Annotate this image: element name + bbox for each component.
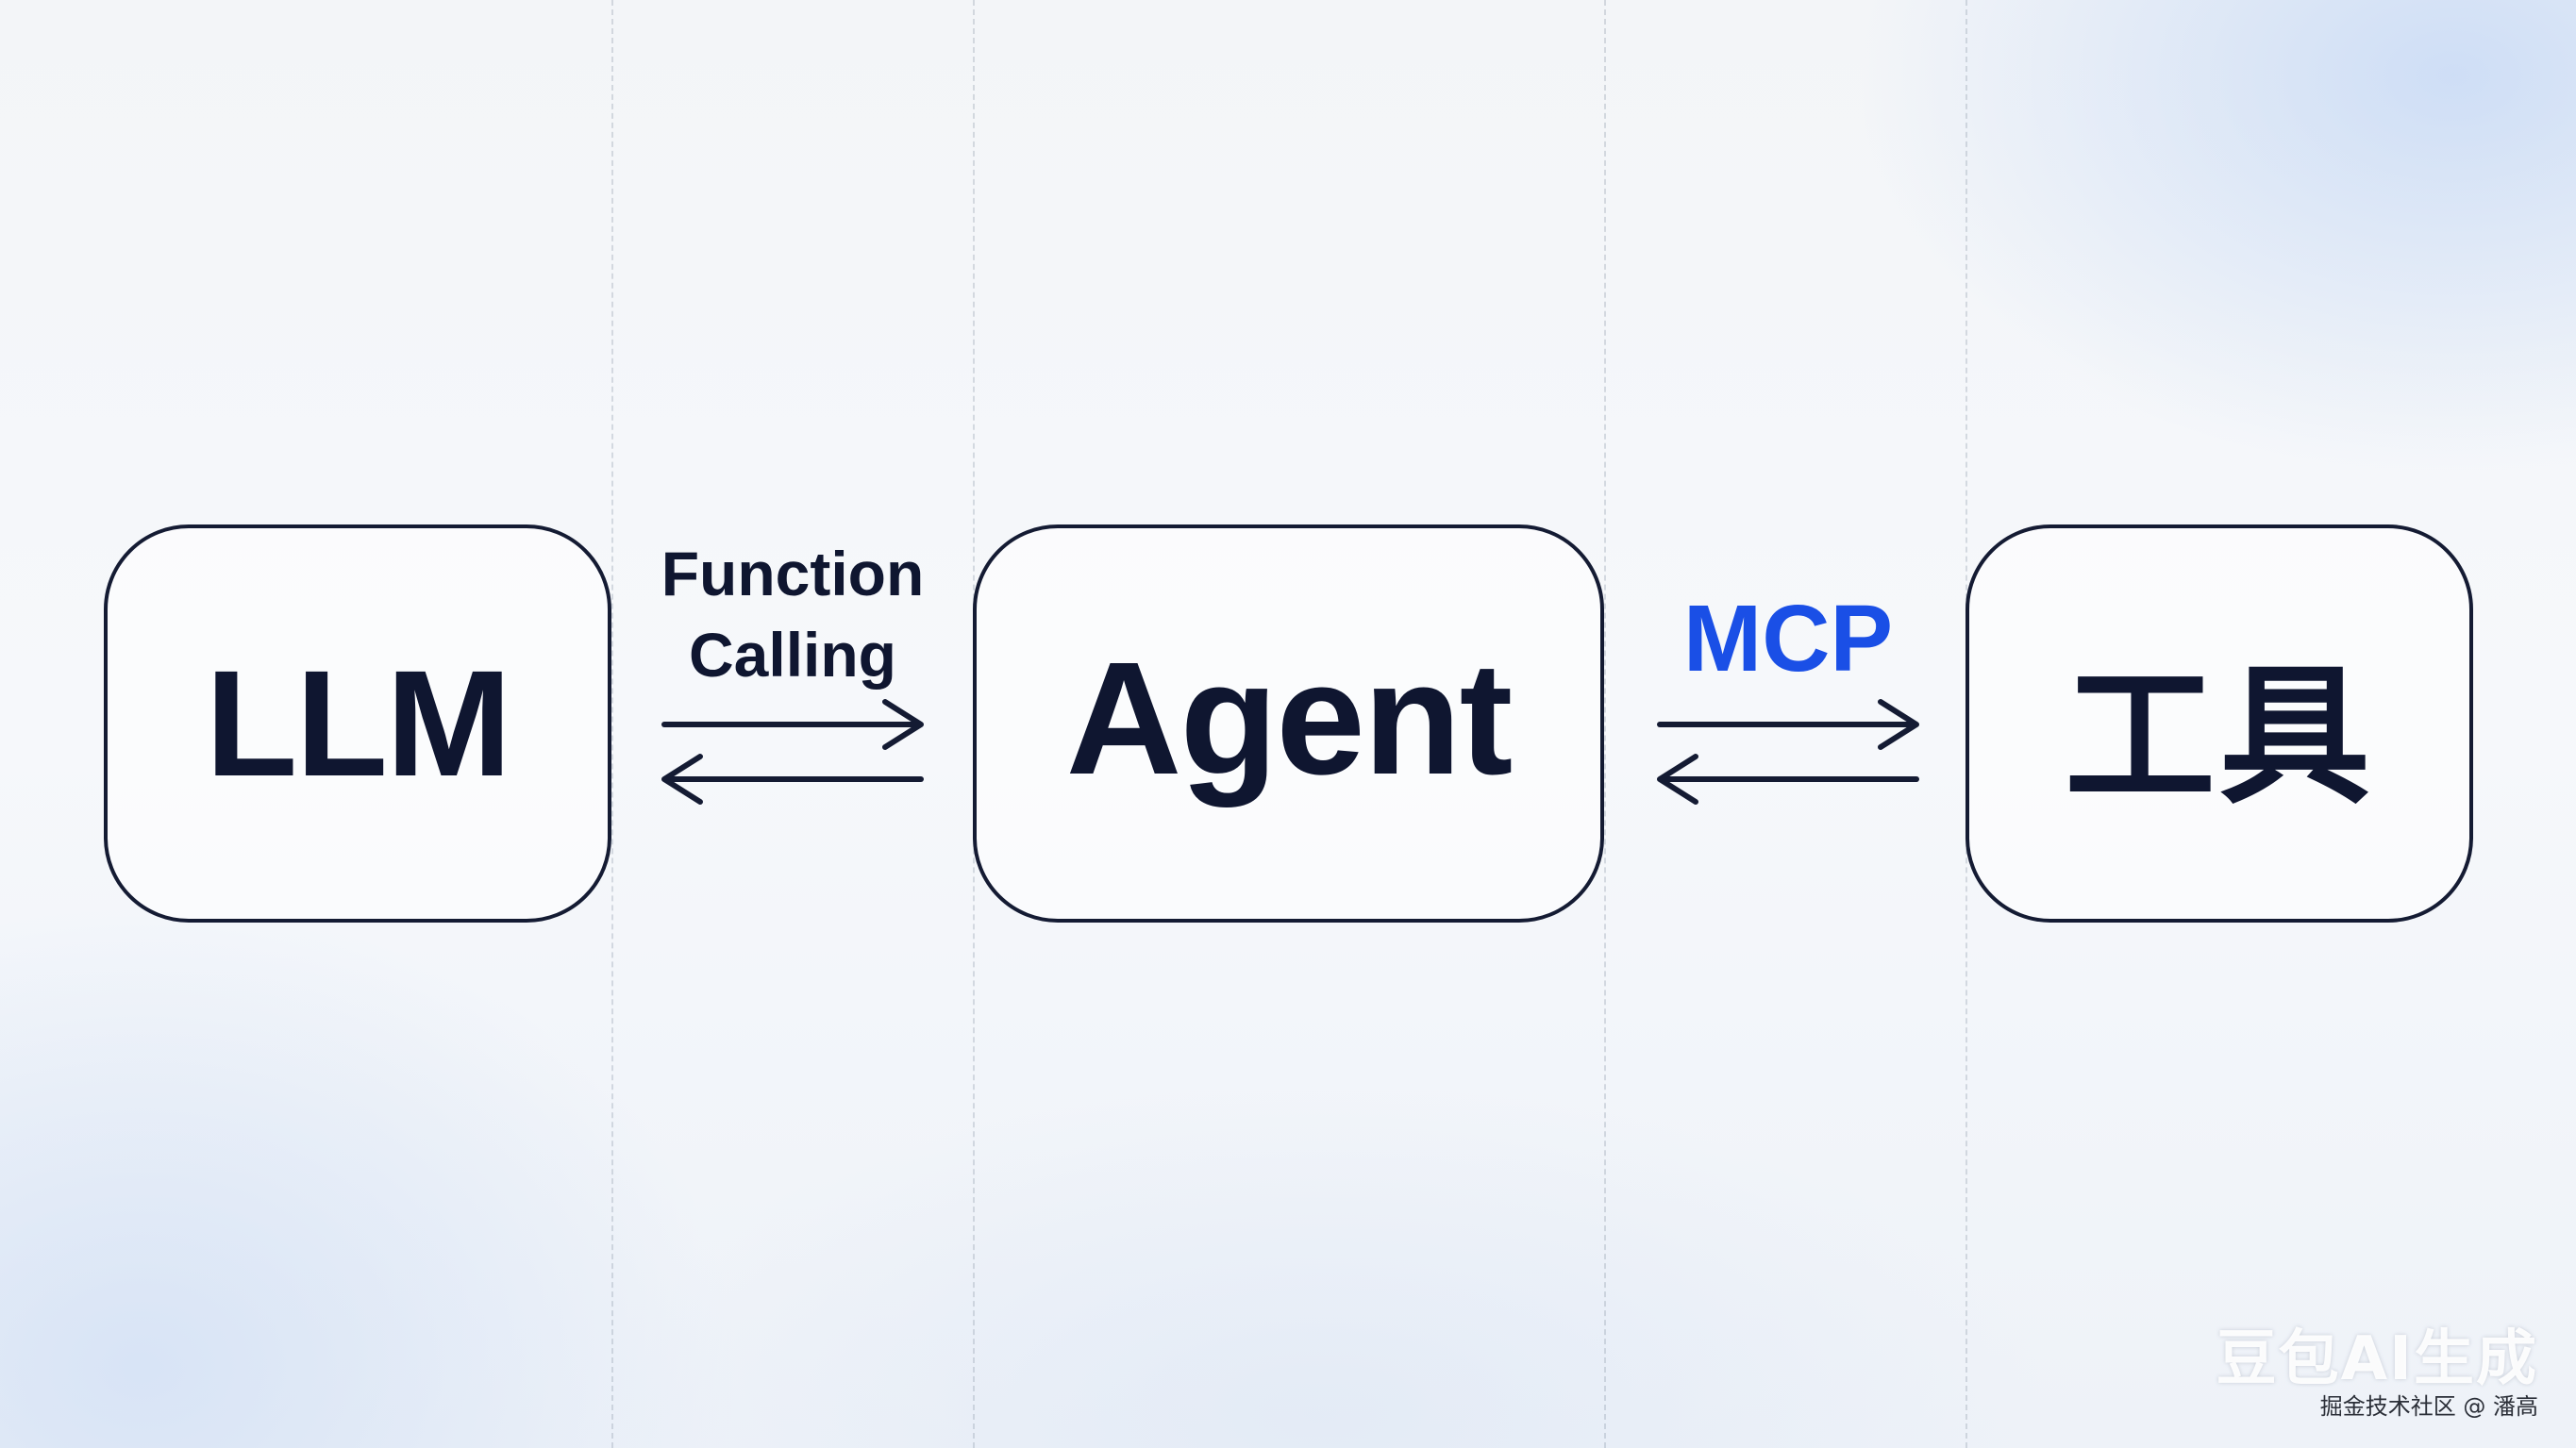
bidirectional-arrows-agent-tool [1657,699,1919,805]
function-calling-line1: Function [661,539,925,608]
agent-label: Agent [1065,629,1514,808]
tool-box: 工具 [1965,524,2473,923]
watermark-sub: 掘金技术社区 @ 潘高 [2319,1393,2538,1420]
tool-label: 工具 [2064,648,2374,824]
mcp-label: MCP [1682,586,1894,691]
llm-box: LLM [104,524,611,923]
agent-box: Agent [973,524,1604,923]
guide-line [611,0,613,1448]
function-calling-line2: Calling [688,620,896,690]
arrowhead-left [661,754,703,805]
watermark: 豆包AI生成 掘金技术社区 @ 潘高 [2216,1329,2538,1418]
arrowhead-right [882,699,924,750]
bidirectional-arrows-llm-agent [661,699,924,805]
guide-line [1604,0,1606,1448]
arrowhead-right [1878,699,1919,750]
function-calling-label: Function Calling [623,533,962,695]
watermark-main: 豆包AI生成 [2216,1324,2538,1394]
llm-label: LLM [205,639,512,807]
arrowhead-left [1657,754,1698,805]
